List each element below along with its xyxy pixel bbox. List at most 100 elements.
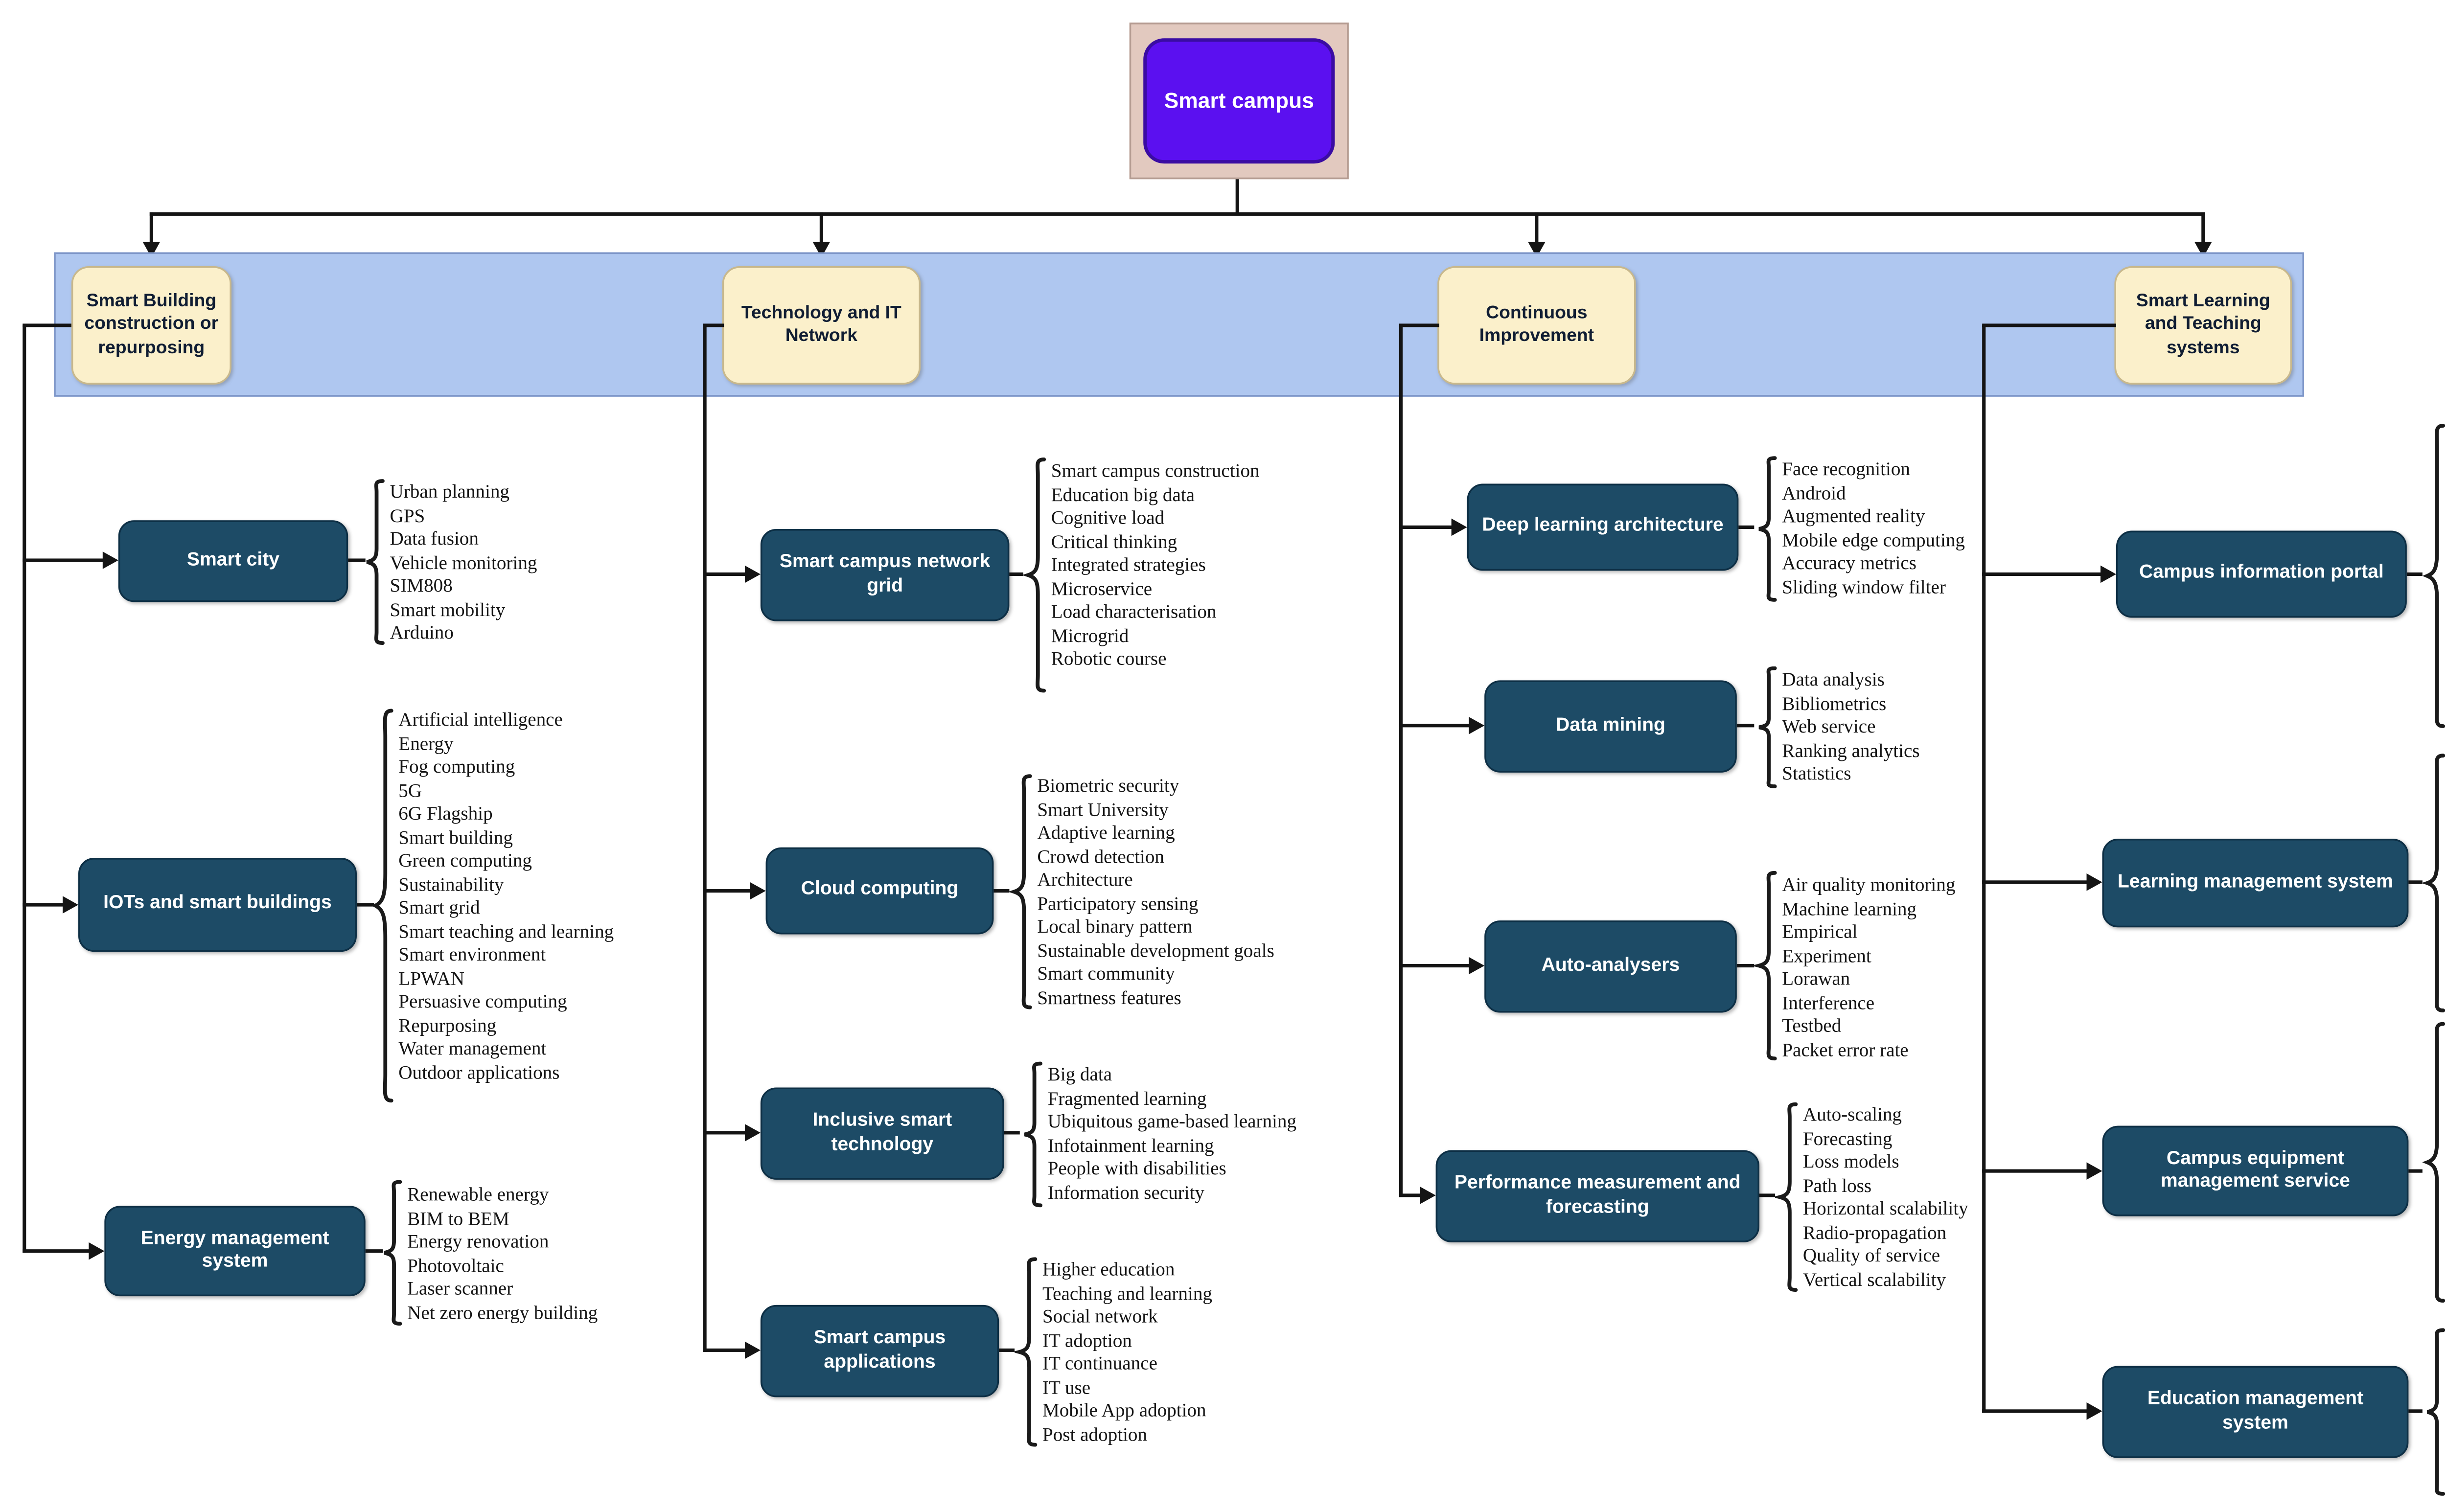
connector-line	[23, 323, 71, 327]
category-label: Technology and IT Network	[741, 302, 901, 346]
keyword-item: Smart grid	[398, 897, 480, 919]
connector-line	[999, 1348, 1015, 1352]
keyword-item: Data analysis	[1782, 670, 1885, 691]
keyword-item: Post adoption	[1042, 1424, 1148, 1445]
keyword-item: Repurposing	[398, 1015, 497, 1036]
node-label: Smart campus applications	[813, 1328, 946, 1372]
keyword-item: Machine learning	[1782, 898, 1917, 920]
keyword-item: Robotic course	[1051, 649, 1167, 670]
keyword-item: Smartness features	[1037, 987, 1181, 1008]
curly-brace	[2423, 752, 2447, 1014]
node-energy-management-system: Energy management system	[104, 1206, 366, 1297]
connector-line	[1399, 1193, 1422, 1197]
node-auto-analysers: Auto-analysers	[1484, 920, 1737, 1013]
curly-brace	[1754, 456, 1778, 602]
connector-line	[1982, 880, 2089, 884]
keyword-item: Microgrid	[1051, 625, 1129, 647]
keyword-item: Forecasting	[1802, 1128, 1893, 1149]
keyword-item: Net zero energy building	[407, 1302, 598, 1324]
keyword-item: Horizontal scalability	[1802, 1199, 1968, 1220]
connector-line	[149, 212, 153, 244]
keyword-item: Local binary pattern	[1037, 916, 1193, 938]
keyword-item: Radio-propagation	[1802, 1222, 1947, 1243]
keyword-item: Participatory sensing	[1037, 893, 1199, 915]
connector-line	[1982, 325, 1986, 1413]
connector-line	[23, 558, 105, 562]
keyword-item: Statistics	[1782, 764, 1851, 785]
node-label: Energy management system	[140, 1228, 329, 1272]
keyword-item: Fog computing	[398, 756, 515, 778]
node-smart-campus-applications: Smart campus applications	[760, 1305, 999, 1397]
keyword-item: Cognitive load	[1051, 508, 1165, 529]
keyword-item: Bibliometrics	[1782, 693, 1887, 714]
connector-line	[1009, 572, 1023, 576]
curly-brace	[1775, 1101, 1800, 1293]
connector-line	[1982, 1169, 2089, 1173]
category-smart-learning-teaching: Smart Learning and Teaching systems	[2114, 266, 2292, 385]
keyword-item: Microservice	[1051, 578, 1153, 600]
node-smart-city: Smart city	[118, 520, 348, 602]
keyword-item: Android	[1782, 482, 1846, 504]
keyword-item: Packet error rate	[1782, 1039, 1909, 1061]
keyword-item: Persuasive computing	[398, 991, 567, 1013]
arrow-right-icon	[1420, 1187, 1436, 1204]
curly-brace	[2423, 421, 2447, 731]
keyword-item: Artificial intelligence	[398, 710, 563, 731]
keyword-item: Biometric security	[1037, 776, 1179, 797]
keyword-item: Path loss	[1802, 1175, 1872, 1196]
curly-brace	[1754, 666, 1778, 788]
keyword-item: Lorawan	[1782, 969, 1850, 990]
keyword-item: Smart teaching and learning	[398, 921, 614, 942]
connector-line	[2408, 880, 2423, 884]
category-continuous-improvement: Continuous Improvement	[1437, 266, 1636, 385]
category-technology-it-network: Technology and IT Network	[722, 266, 921, 385]
connector-line	[1982, 323, 2116, 327]
connector-line	[2408, 1169, 2423, 1173]
keyword-item: Integrated strategies	[1051, 555, 1206, 576]
connector-line	[1759, 1193, 1776, 1197]
keyword-item: GPS	[390, 505, 425, 527]
keyword-item: Photovoltaic	[407, 1255, 504, 1277]
connector-line	[23, 325, 26, 1253]
keyword-item: Big data	[1047, 1065, 1112, 1086]
connector-line	[703, 1348, 747, 1352]
keyword-item: Smart community	[1037, 963, 1175, 985]
keyword-item: Energy renovation	[407, 1232, 549, 1253]
keyword-item: Ubiquitous game-based learning	[1047, 1112, 1297, 1133]
keyword-item: Infotainment learning	[1047, 1135, 1214, 1156]
keyword-item: Vehicle monitoring	[390, 552, 537, 573]
root-node: Smart campus	[1143, 38, 1335, 164]
arrow-right-icon	[750, 882, 766, 900]
keyword-item: Smart campus construction	[1051, 461, 1260, 482]
keyword-item: Interference	[1782, 992, 1875, 1014]
keyword-item: Ranking analytics	[1782, 740, 1920, 761]
connector-line	[1399, 724, 1471, 728]
node-cloud-computing: Cloud computing	[765, 847, 994, 935]
keyword-item: Adaptive learning	[1037, 823, 1175, 844]
arrow-right-icon	[1451, 518, 1467, 536]
node-inclusive-smart-technology: Inclusive smart technology	[760, 1087, 1004, 1180]
connector-line	[356, 903, 374, 907]
node-label: Cloud computing	[801, 879, 959, 900]
keyword-item: Vertical scalability	[1802, 1269, 1946, 1290]
keyword-item: Data fusion	[390, 528, 479, 550]
keyword-item: Laser scanner	[407, 1279, 513, 1300]
curly-brace	[1754, 870, 1778, 1061]
keyword-item: Load characterisation	[1051, 602, 1217, 623]
keyword-item: IT continuance	[1042, 1353, 1157, 1375]
node-label: IOTs and smart buildings	[103, 893, 332, 915]
connector-line	[23, 903, 65, 907]
connector-line	[703, 325, 707, 1352]
connector-line	[1982, 1409, 2089, 1413]
category-label: Smart Learning and Teaching systems	[2136, 291, 2270, 358]
connector-line	[1399, 323, 1439, 327]
connector-line	[1399, 325, 1403, 1197]
keyword-item: Higher education	[1042, 1260, 1175, 1281]
keyword-item: Experiment	[1782, 945, 1871, 967]
